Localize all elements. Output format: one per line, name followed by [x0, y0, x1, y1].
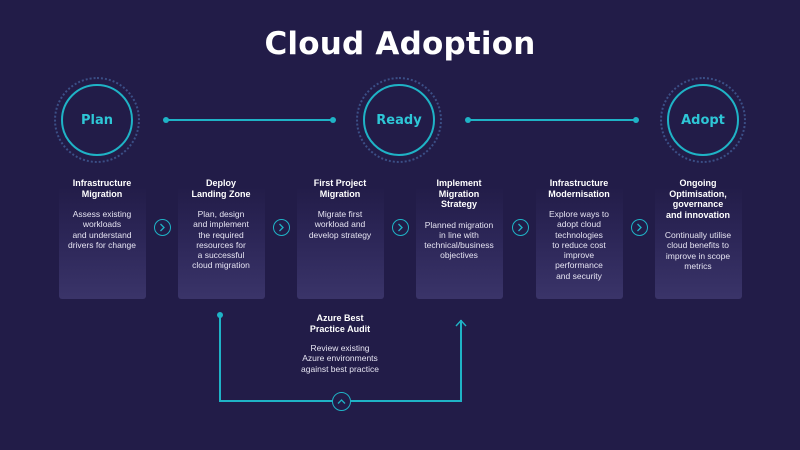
step-card-6 — [655, 186, 742, 299]
connector-dot — [633, 117, 639, 123]
phase-ready-label: Ready — [376, 112, 422, 128]
page-title: Cloud Adoption — [264, 26, 536, 62]
step-card-4 — [416, 186, 503, 299]
loop-arrowhead-icon — [455, 314, 467, 332]
chevron-up-icon — [332, 392, 351, 411]
step-card-1 — [59, 186, 146, 299]
phase-adopt-label: Adopt — [681, 112, 725, 128]
phase-plan-label: Plan — [80, 112, 113, 128]
phase-plan: Plan — [54, 77, 140, 163]
phase-ready: Ready — [356, 77, 442, 163]
loop-line-right — [460, 320, 462, 402]
connector-ready-adopt — [468, 119, 636, 121]
connector-dot — [465, 117, 471, 123]
chevron-right-icon — [512, 219, 529, 236]
chevron-right-icon — [273, 219, 290, 236]
step-card-3 — [297, 186, 384, 299]
connector-dot — [163, 117, 169, 123]
phase-adopt: Adopt — [660, 77, 746, 163]
chevron-right-icon — [631, 219, 648, 236]
chevron-right-icon — [392, 219, 409, 236]
chevron-right-icon — [154, 219, 171, 236]
step-card-5 — [536, 186, 623, 299]
step-card-2 — [178, 186, 265, 299]
connector-dot — [330, 117, 336, 123]
loop-line-left — [219, 315, 221, 402]
connector-plan-ready — [166, 119, 333, 121]
